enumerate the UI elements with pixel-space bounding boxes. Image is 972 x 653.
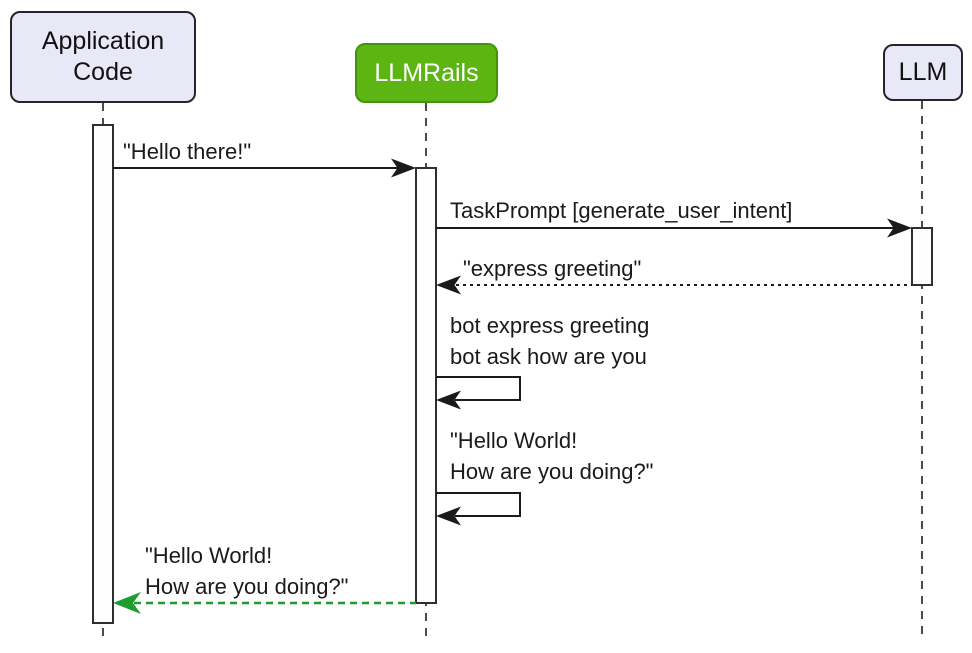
arrowhead-left-icon [436, 275, 461, 295]
self-message-loop-hello-world [436, 492, 521, 517]
message-label-line: How are you doing?" [145, 574, 349, 599]
message-label-express-greeting: "express greeting" [463, 256, 642, 281]
message-label-line: bot ask how are you [450, 344, 647, 369]
message-label-bot-express: bot express greeting bot ask how are you [450, 310, 649, 372]
actor-box-application-code: Application Code [10, 11, 196, 103]
actor-label: Application Code [41, 27, 165, 86]
message-label-hello-world-self: "Hello World! How are you doing?" [450, 425, 654, 487]
arrowhead-right-icon [391, 158, 416, 178]
self-message-loop-bot-express [436, 376, 521, 401]
message-label-line: "Hello World! [145, 543, 273, 568]
activation-bar-llm [911, 227, 933, 286]
message-label-taskprompt: TaskPrompt [generate_user_intent] [450, 198, 793, 223]
message-label-line: "Hello World! [450, 428, 578, 453]
actor-box-llmrails: LLMRails [355, 43, 498, 103]
actor-box-llm: LLM [883, 44, 963, 101]
arrowhead-left-icon [436, 390, 461, 410]
activation-bar-llmrails [415, 167, 437, 604]
message-label-hello-there: "Hello there!" [123, 139, 252, 164]
actor-label: LLM [898, 58, 948, 86]
arrowhead-left-green-icon [113, 592, 141, 614]
message-label-hello-world-return: "Hello World! How are you doing?" [145, 540, 349, 602]
message-label-line: How are you doing?" [450, 459, 654, 484]
activation-bar-application-code [92, 124, 114, 624]
arrowhead-left-icon [436, 506, 461, 526]
arrowhead-right-icon [887, 218, 912, 238]
message-label-line: bot express greeting [450, 313, 650, 338]
actor-label: LLMRails [374, 58, 479, 87]
